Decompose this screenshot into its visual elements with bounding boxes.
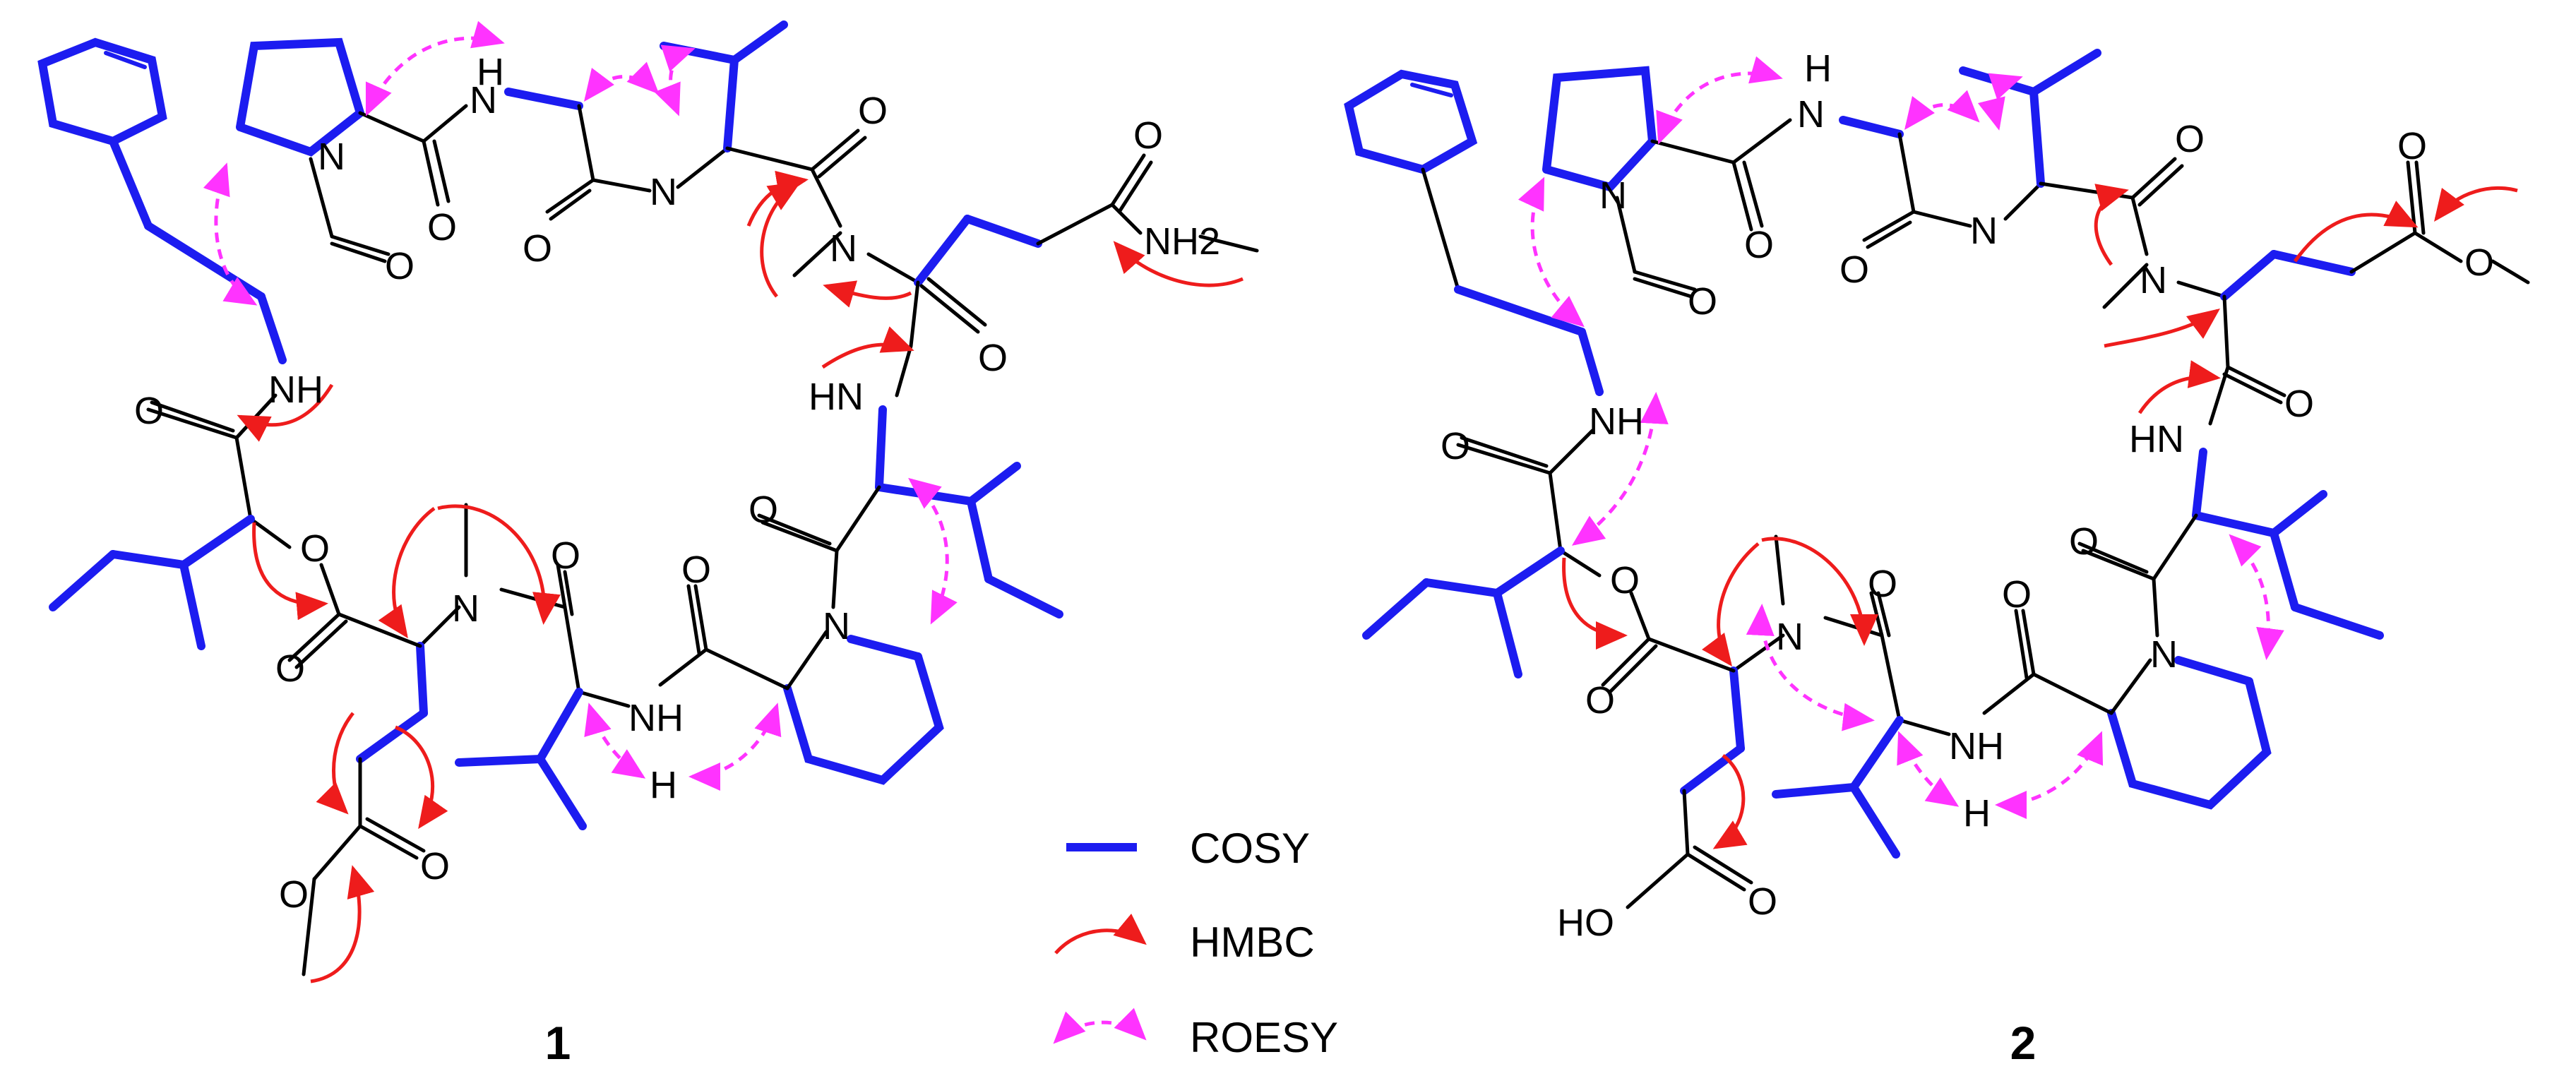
atom-o: O [1839,249,1869,291]
atom-hn: HN [809,376,864,418]
atom-o: O [2284,383,2314,425]
atom-n: N [470,79,497,121]
atom-o: O [749,489,778,531]
compound-1-bonds [37,20,1259,976]
legend-label-hmbc: HMBC [1190,919,1315,966]
atom-n: N [2140,259,2167,301]
compound-1-atom-labels: H N N O O O N O N O NH2 O HN NH O O O N … [134,51,1220,916]
compound-2-bonds [1344,49,2530,909]
atom-o: O [1688,280,1717,323]
legend-label-cosy: COSY [1190,825,1310,872]
legend-label-roesy: ROESY [1190,1014,1338,1061]
atom-n: N [830,227,857,270]
atom-o: O [551,534,580,577]
atom-o: O [420,845,450,887]
atom-h: H [1963,792,1991,835]
atom-h: H [1804,47,1832,90]
compound-1-structure: H N N O O O N O N O NH2 O HN NH O O O N … [37,20,1259,1069]
atom-n: N [1599,174,1627,217]
legend-roesy: ROESY [1053,1008,1338,1061]
legend: COSY HMBC ROESY [1053,825,1338,1061]
compound-1-roesy-correlations [203,20,958,791]
atom-o: O [1133,114,1163,157]
atom-o: O [1610,559,1640,602]
legend-hmbc: HMBC [1054,914,1315,966]
atom-o: O [385,245,415,287]
atom-o: O [1744,224,1774,266]
atom-o: O [1585,679,1615,722]
compound-1-hmbc-correlations [237,170,1244,984]
compound-2-atom-labels: H N N O O O N O N O O O HN NH O O O N O … [1441,47,2494,944]
compound-2-hmbc-correlations [1562,184,2518,849]
compound-2-roesy-correlations [1517,56,2284,819]
atom-n: N [823,605,850,647]
atom-n: N [1970,210,1998,252]
atom-n: N [650,171,677,213]
atom-nh: NH [268,369,323,411]
atom-o: O [681,549,711,591]
atom-o: O [2175,118,2205,160]
atom-nh: NH [628,697,684,739]
atom-n: N [2150,633,2178,676]
atom-o: O [2464,241,2494,284]
atom-o: O [279,873,309,916]
atom-o: O [978,337,1008,379]
atom-o: O [1868,563,1897,605]
roesy-arrow-icon [1053,1008,1147,1044]
atom-n: N [1776,616,1803,658]
atom-o: O [427,206,457,249]
atom-ho: HO [1557,902,1614,944]
atom-o: O [2002,573,2032,616]
atom-n: N [318,136,345,178]
atom-o: O [300,527,330,570]
compound-2-number: 2 [2010,1017,2037,1069]
atom-o: O [1748,880,1777,923]
legend-cosy: COSY [1066,825,1310,872]
atom-o: O [523,227,552,270]
atom-o: O [858,90,888,132]
hmbc-arrow-icon [1054,914,1147,955]
compound-2-structure: H N N O O O N O N O O O HN NH O O O N O … [1344,47,2530,1069]
atom-o: O [1441,425,1470,467]
atom-o: O [2069,520,2099,563]
atom-o: O [275,647,305,690]
compound-1-number: 1 [545,1017,571,1069]
atom-nh: NH [1589,400,1644,443]
atom-nh2: NH2 [1144,220,1220,263]
atom-n: N [452,587,479,630]
atom-h: H [477,51,504,93]
atom-hn: HN [2129,418,2184,460]
atom-n: N [1797,93,1825,136]
atom-nh: NH [1949,725,2004,767]
atom-o: O [2397,125,2427,167]
atom-o: O [134,390,164,432]
atom-h: H [650,764,677,806]
